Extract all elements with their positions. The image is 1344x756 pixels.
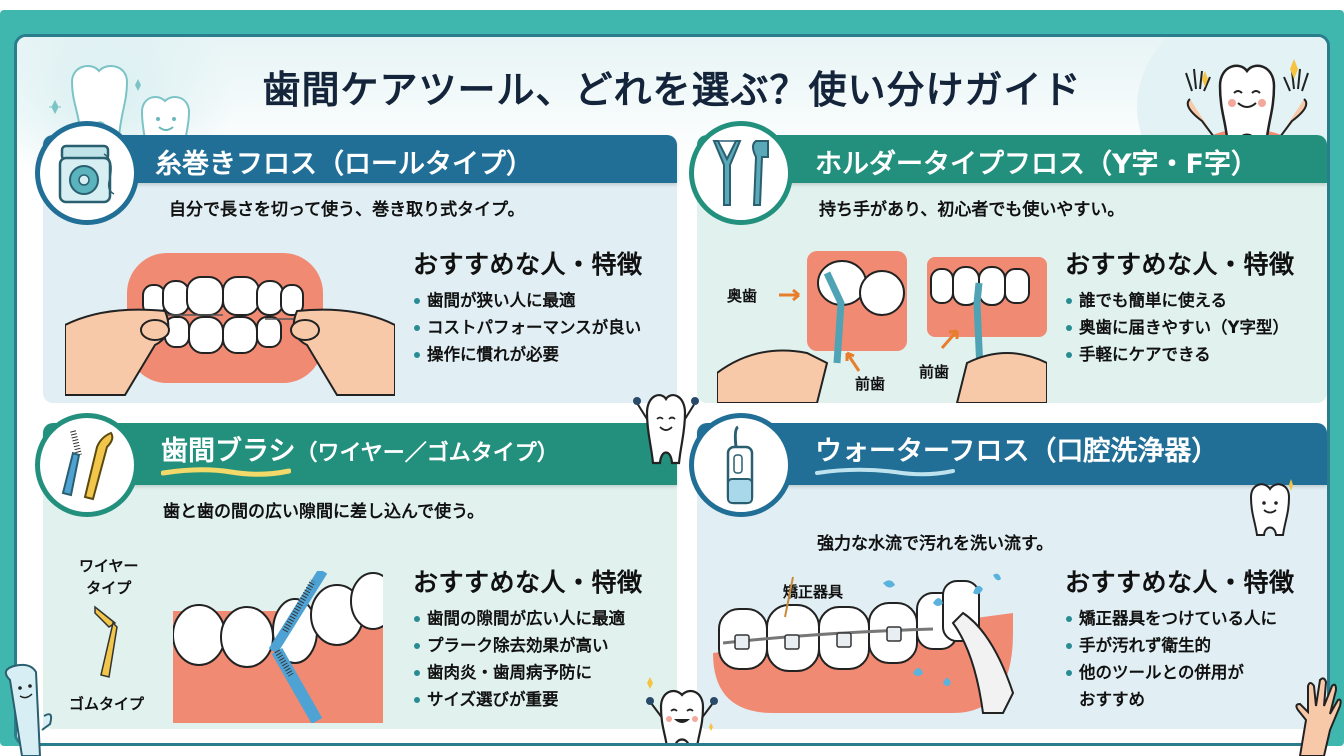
holder-floss-illustration: 奥歯 前歯 前歯 [717, 243, 1047, 403]
toothbrush-mascot-icon [4, 663, 53, 756]
panel-title: ウォーターフロス（口腔洗浄器） [815, 436, 1219, 467]
label-wire-type: ワイヤー タイプ [79, 557, 139, 597]
label-front-teeth: 前歯 [919, 363, 950, 381]
water-flosser-icon [689, 413, 793, 517]
features-heading: おすすめな人・特徴 [1065, 568, 1295, 597]
yellow-brush-stroke-icon [161, 467, 291, 477]
panel-title: 歯間ブラシ（ワイヤー／ゴムタイプ） [161, 436, 559, 467]
feature-item: サイズ選びが重要 [413, 686, 643, 713]
panel-subtitle: 歯と歯の間の広い隙間に差し込んで使う。 [163, 502, 485, 522]
feature-item: 手が汚れず衛生的 [1065, 632, 1295, 659]
panel-header: ウォーターフロス（口腔洗浄器） [697, 423, 1327, 485]
features-list: おすすめな人・特徴 歯間の隙間が広い人に最適 プラーク除去効果が高い 歯肉炎・歯… [413, 563, 643, 713]
feature-item: 他のツールとの併用が [1065, 659, 1295, 686]
feature-item: おすすめ [1079, 690, 1145, 709]
outer-frame: 歯間ケアツール、どれを選ぶ？使い分けガイド 糸巻きフロス（ロールタイプ） 自分で… [0, 10, 1344, 756]
label-back-teeth: 奥歯 [727, 287, 758, 305]
feature-item: コストパフォーマンスが良い [413, 314, 643, 341]
page-title: 歯間ケアツール、どれを選ぶ？使い分けガイド [262, 68, 1082, 112]
panel-header: ホルダータイプフロス（Y字・F字） [697, 135, 1327, 183]
panel-interdental-brush: 歯間ブラシ（ワイヤー／ゴムタイプ） 歯と歯の間の広い隙間に差し込んで使う。 ワイ… [35, 413, 677, 729]
happy-tooth-mascot-icon [646, 677, 718, 743]
feature-item: 歯間が狭い人に最適 [413, 287, 643, 314]
water-stream-icon [815, 467, 955, 477]
water-flosser-illustration [713, 573, 1043, 723]
feature-item: 歯肉炎・歯周病予防に [413, 659, 643, 686]
infographic-card: 歯間ケアツール、どれを選ぶ？使い分けガイド 糸巻きフロス（ロールタイプ） 自分で… [14, 34, 1330, 746]
feature-item: 矯正器具をつけている人に [1065, 605, 1295, 632]
rubber-brush-icon [94, 605, 118, 678]
interdental-brush-icon [35, 413, 139, 517]
panel-subtitle: 強力な水流で汚れを洗い流す。 [817, 534, 1054, 554]
interdental-brush-illustration [173, 571, 383, 723]
feature-item: 誰でも簡単に使える [1065, 287, 1295, 314]
features-list: おすすめな人・特徴 歯間が狭い人に最適 コストパフォーマンスが良い 操作に慣れが… [413, 245, 643, 368]
smiling-tooth-icon [1249, 479, 1293, 536]
label-braces: 矯正器具 [783, 583, 844, 601]
feature-item: 歯間の隙間が広い人に最適 [413, 605, 643, 632]
features-heading: おすすめな人・特徴 [1065, 250, 1295, 279]
floss-pick-icon [689, 121, 793, 225]
panel-subtitle: 持ち手があり、初心者でも使いやすい。 [819, 200, 1125, 220]
features-heading: おすすめな人・特徴 [413, 250, 643, 279]
features-heading: おすすめな人・特徴 [413, 568, 643, 597]
feature-item: 奥歯に届きやすい（Y字型） [1065, 314, 1295, 341]
features-list: おすすめな人・特徴 誰でも簡単に使える 奥歯に届きやすい（Y字型） 手軽にケアで… [1065, 245, 1295, 368]
waving-hand-icon [1295, 677, 1342, 756]
panel-holder-floss: ホルダータイプフロス（Y字・F字） 持ち手があり、初心者でも使いやすい。 [689, 121, 1327, 403]
flossing-illustration [65, 245, 395, 400]
panel-title: 糸巻きフロス（ロールタイプ） [155, 149, 533, 180]
panel-title: ホルダータイプフロス（Y字・F字） [815, 149, 1258, 180]
floss-dispenser-icon [35, 121, 139, 225]
label-front-teeth: 前歯 [855, 375, 886, 393]
panel-subtitle: 自分で長さを切って使う、巻き取り式タイプ。 [169, 200, 525, 220]
feature-item: 操作に慣れが必要 [413, 341, 643, 368]
feature-item: プラーク除去効果が高い [413, 632, 643, 659]
panel-header: 歯間ブラシ（ワイヤー／ゴムタイプ） [43, 423, 677, 485]
panel-header: 糸巻きフロス（ロールタイプ） [43, 135, 677, 183]
panel-water-floss: ウォーターフロス（口腔洗浄器） 強力な水流で汚れを洗い流す。 [689, 413, 1327, 729]
features-list: おすすめな人・特徴 矯正器具をつけている人に 手が汚れず衛生的 他のツールとの併… [1065, 563, 1295, 713]
panel-roll-floss: 糸巻きフロス（ロールタイプ） 自分で長さを切って使う、巻き取り式タイプ。 [35, 121, 677, 403]
feature-item: 手軽にケアできる [1065, 341, 1295, 368]
label-rubber-type: ゴムタイプ [69, 695, 145, 713]
waving-tooth-mascot-icon [633, 394, 699, 465]
